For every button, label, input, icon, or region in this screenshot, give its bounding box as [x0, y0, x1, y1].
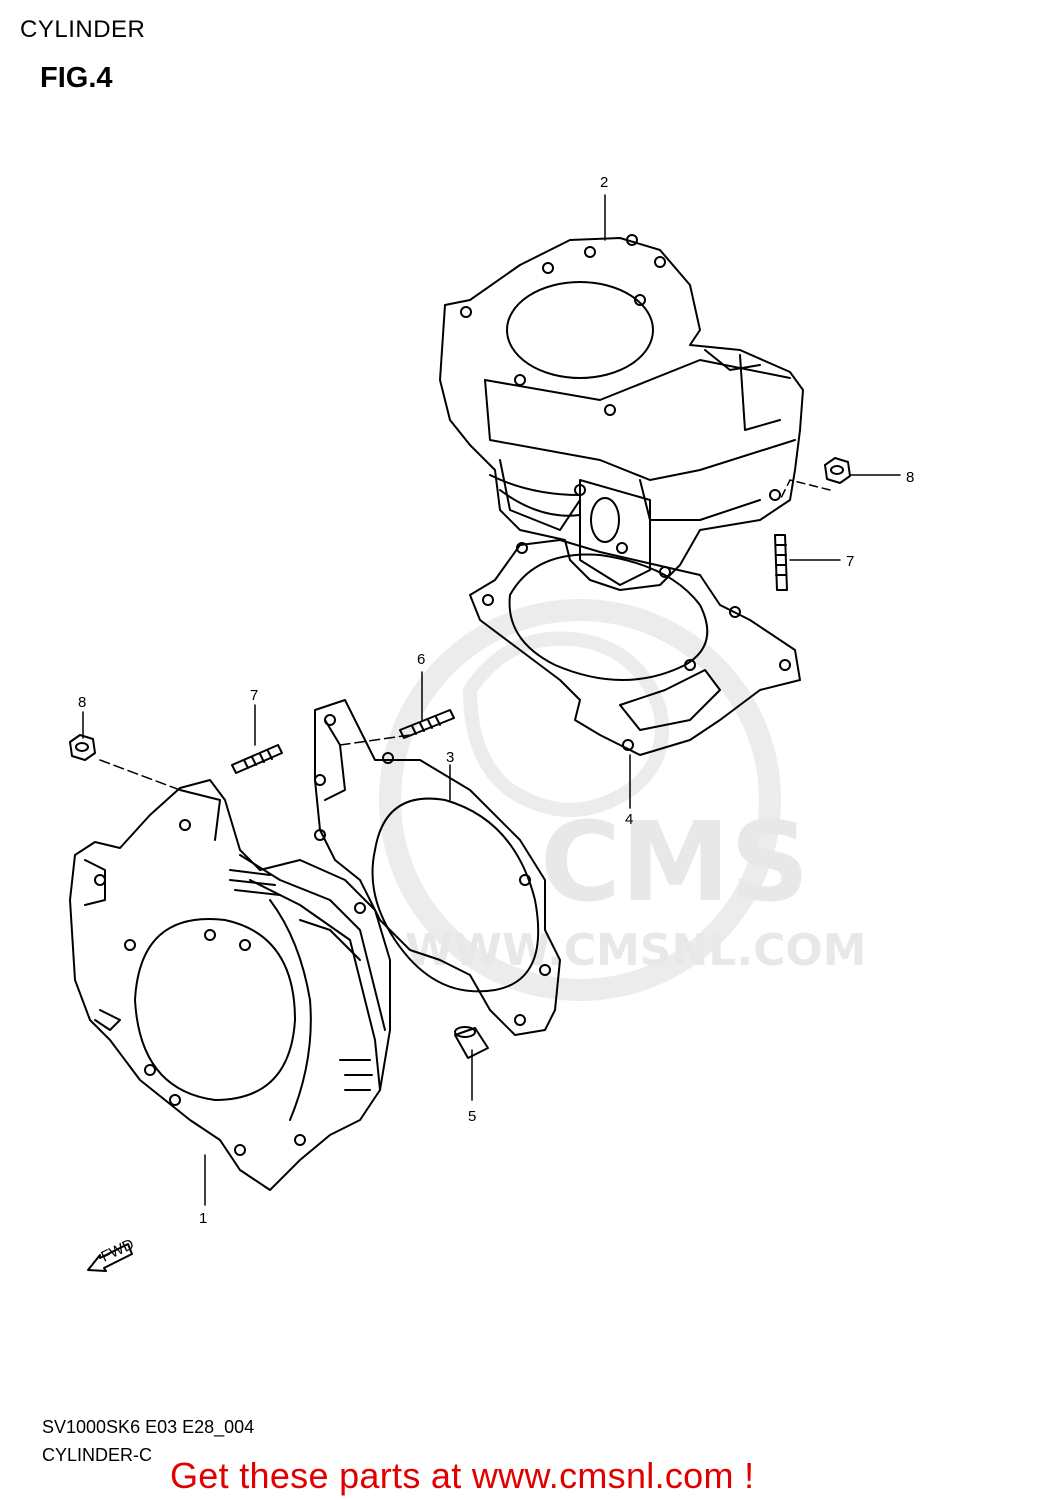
watermark-site-text: WWW.CMSNL.COM [405, 925, 867, 976]
callout-8-lower: 8 [78, 694, 86, 711]
figure-number: FIG.4 [40, 62, 113, 94]
watermark-logo: CMS WWW.CMSNL.COM [379, 599, 867, 1001]
callout-5: 5 [468, 1108, 476, 1125]
callout-6: 6 [417, 651, 425, 668]
part-2-rear-cylinder [439, 234, 804, 591]
page-title: CYLINDER [20, 16, 146, 43]
callout-8-upper: 8 [906, 469, 914, 486]
part-7-stud-lower [231, 744, 283, 774]
diagram-subcode: CYLINDER-C [42, 1445, 153, 1465]
parts-store-link[interactable]: Get these parts at www.cmsnl.com ! [170, 1455, 755, 1496]
callout-1: 1 [199, 1210, 207, 1227]
callout-3: 3 [446, 749, 454, 766]
part-3-front-base-gasket [314, 699, 561, 1036]
part-5-dowel-pin [454, 1026, 489, 1059]
callout-2: 2 [600, 174, 608, 191]
part-1-front-cylinder [69, 779, 391, 1191]
part-4-rear-base-gasket [469, 539, 801, 756]
callout-4: 4 [625, 811, 633, 828]
fwd-arrow [87, 1243, 133, 1272]
part-7-stud-upper [774, 534, 788, 591]
part-8-nut-upper [824, 457, 851, 484]
callout-7-upper: 7 [846, 553, 854, 570]
diagram-code: SV1000SK6 E03 E28_004 [42, 1417, 255, 1437]
part-8-nut-lower [69, 734, 96, 761]
watermark-logo-text: CMS [540, 798, 809, 926]
callout-7-lower: 7 [250, 687, 258, 704]
